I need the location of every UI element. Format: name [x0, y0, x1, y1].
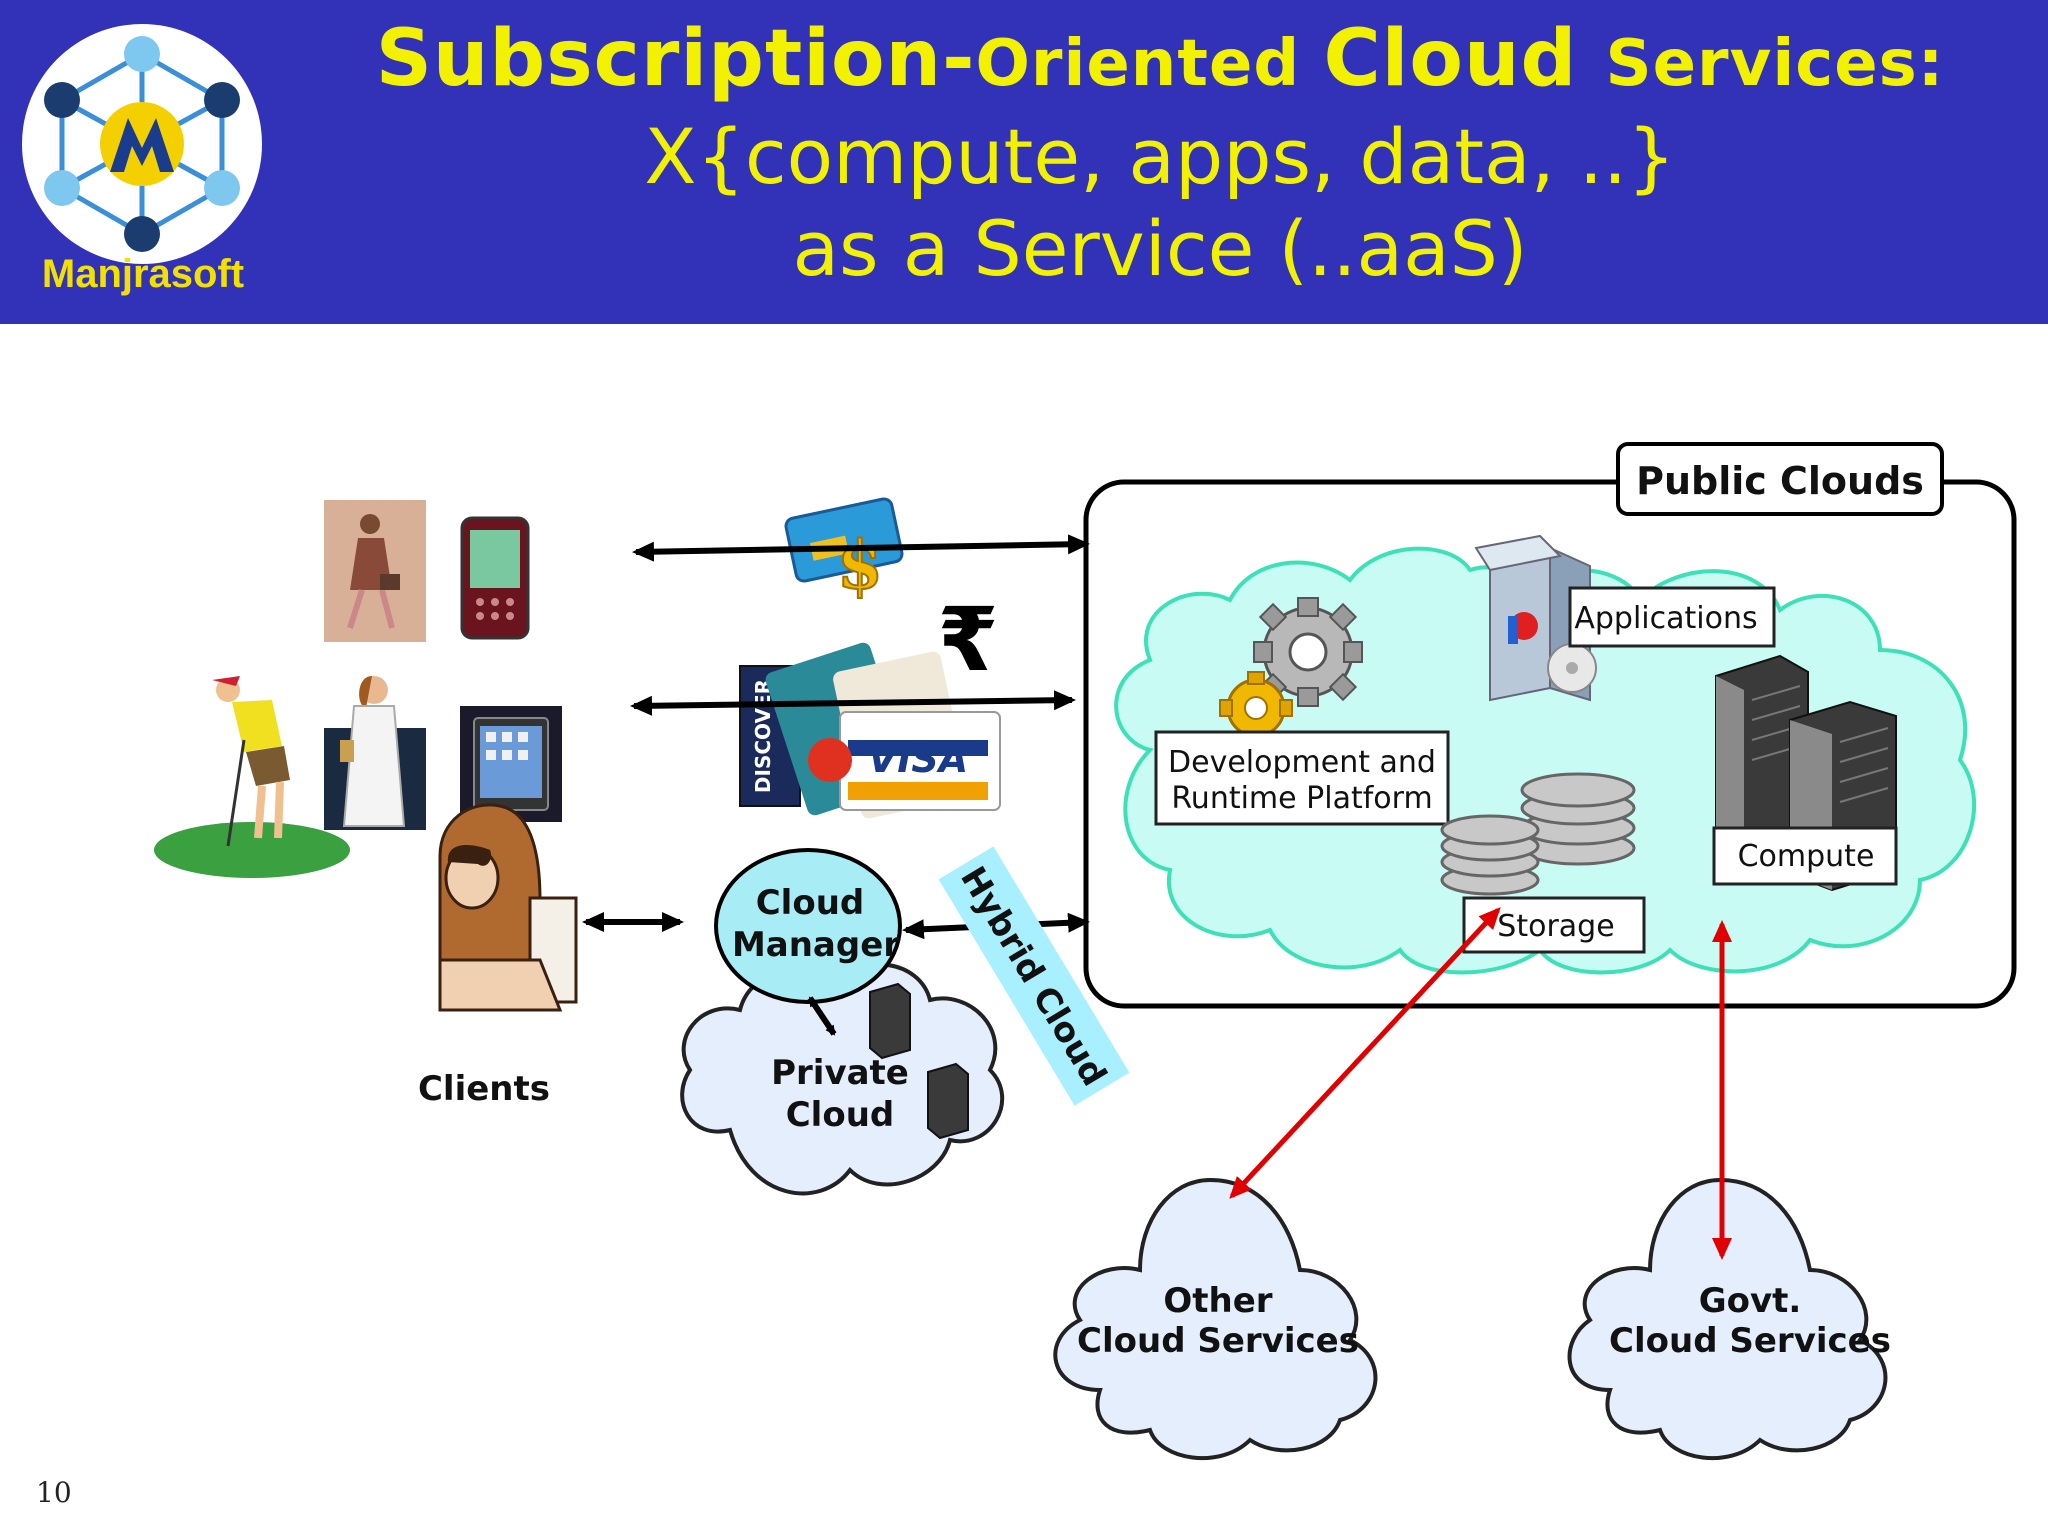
payment-arrow-middle [630, 690, 1076, 716]
payment-arrow-top [632, 534, 1090, 562]
private-cloud-label-line-1: Private [771, 1053, 909, 1093]
public-clouds-label: Public Clouds [1636, 459, 1924, 503]
govt-cloud-label-line-2: Cloud Services [1609, 1321, 1891, 1361]
manager-to-private-arrow [807, 996, 837, 1036]
software-box-icon [1474, 534, 1597, 702]
slide-title-line-3: as a Service (..aaS) [792, 204, 1528, 293]
tablet-icon [460, 706, 562, 822]
applications-box [1568, 586, 1776, 648]
svg-text:$: $ [837, 526, 883, 604]
database-icon [1440, 772, 1636, 896]
other-cloud-label-line-1: Other [1163, 1281, 1272, 1321]
private-cloud-label-line-2: Cloud [786, 1095, 895, 1135]
smartphone-icon [460, 516, 530, 640]
office-worker-icon [438, 803, 578, 1012]
dev-platform-label-line-2: Runtime Platform [1171, 781, 1432, 816]
page-number: 10 [36, 1476, 72, 1509]
other-cloud-label-line-2: Cloud Services [1077, 1321, 1359, 1361]
govt-cloud-shape [1567, 1177, 1888, 1461]
slide-title-line-2: X{compute, apps, data, ..} [644, 112, 1676, 201]
public-clouds-label-box [1616, 442, 1944, 516]
clients-label: Clients [418, 1069, 550, 1109]
applications-label: Applications [1574, 601, 1757, 636]
doctor-icon [324, 676, 426, 830]
private-server-icon [869, 982, 969, 1140]
cloud-manager-ellipse [714, 848, 902, 1004]
compute-box [1712, 826, 1898, 886]
cloud-manager-label-line-2: Manager [732, 925, 900, 965]
header-banner: Manjrasoft Subscription-Oriented Cloud S… [0, 0, 2048, 324]
rupee-icon: ₹ [937, 588, 998, 691]
private-cloud-shape [680, 962, 1005, 1196]
logo-text: Manjrasoft [41, 252, 245, 296]
govt-cloud-label-line-1: Govt. [1699, 1281, 1802, 1321]
dev-platform-label-line-1: Development and [1168, 745, 1436, 780]
cloud-manager-label-line-1: Cloud [756, 883, 865, 923]
storage-to-other-cloud-arrow [1229, 907, 1501, 1199]
manjrasoft-logo [22, 24, 262, 264]
businesswoman-icon [324, 500, 426, 642]
other-cloud-shape [1053, 1177, 1378, 1461]
golfer-icon [154, 676, 350, 878]
compute-label: Compute [1738, 839, 1875, 874]
dev-runtime-platform-box [1154, 730, 1450, 826]
slide-title-line-1: Subscription-Oriented Cloud Services: [375, 14, 1945, 104]
credit-cards-icon: DISCOVER VISA [739, 642, 1001, 819]
storage-label: Storage [1497, 909, 1614, 944]
gear-icon [1219, 597, 1363, 745]
visa-text: VISA [868, 737, 968, 781]
